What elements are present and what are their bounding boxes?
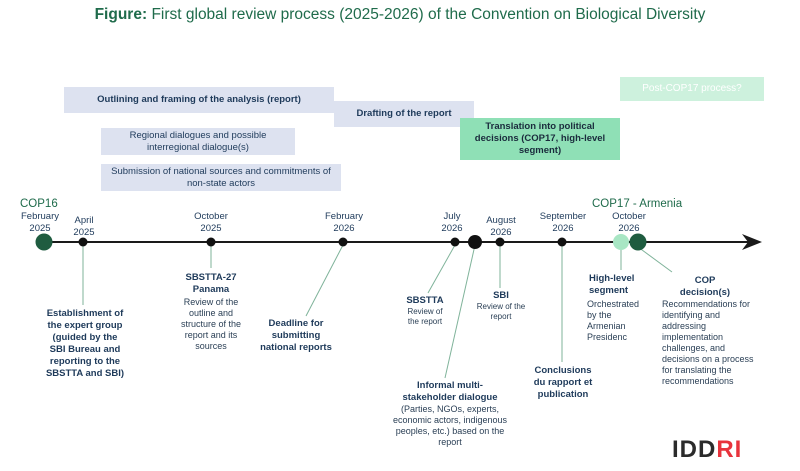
date-year: 2026 bbox=[618, 223, 640, 234]
logo-text-b: RI bbox=[716, 436, 743, 463]
date-sep-2026: September 2026 bbox=[534, 211, 592, 235]
event-heading: Informal multi-stakeholder dialogue bbox=[402, 380, 498, 403]
date-month: October bbox=[612, 211, 646, 222]
bar-post-cop17: Post-COP17 process? bbox=[620, 77, 764, 101]
event-multistakeholder: Informal multi-stakeholder dialogue (Par… bbox=[388, 380, 512, 448]
event-sbi: SBI Review of the report bbox=[470, 290, 532, 322]
event-heading: SBI bbox=[493, 290, 509, 301]
dot-sep-2026 bbox=[557, 237, 567, 247]
date-month: August bbox=[486, 215, 516, 226]
event-body: Orchestrated by the Armenian Presidenc bbox=[587, 299, 640, 342]
event-high-level: High-level segment Orchestrated by the A… bbox=[587, 273, 649, 343]
bar-outlining-label: Outlining and framing of the analysis (r… bbox=[97, 94, 301, 105]
dot-high-level bbox=[613, 234, 629, 250]
date-year: 2026 bbox=[552, 223, 574, 234]
connector-cop-decisions bbox=[637, 246, 673, 273]
date-aug-2026: August 2026 bbox=[478, 215, 524, 239]
iddri-logo: IDDRI bbox=[672, 436, 742, 464]
connector-lines bbox=[82, 244, 673, 379]
event-heading: High-level segment bbox=[589, 273, 635, 296]
date-oct-2025: October 2025 bbox=[185, 211, 237, 235]
dot-feb-2025 bbox=[35, 233, 53, 251]
dot-feb-2026 bbox=[338, 237, 348, 247]
event-heading: Deadline for submitting national reports bbox=[260, 318, 332, 353]
logo-text-a: IDD bbox=[672, 436, 717, 463]
date-month: February bbox=[20, 211, 59, 222]
event-heading: SBSTTA-27 Panama bbox=[185, 272, 237, 295]
connector-multistakeholder bbox=[444, 244, 476, 379]
connector-sbstta bbox=[427, 244, 456, 294]
connector-deadline bbox=[305, 244, 344, 317]
date-year: 2025 bbox=[29, 223, 51, 234]
event-body: (Parties, NGOs, experts, economic actors… bbox=[392, 404, 508, 447]
bar-outlining: Outlining and framing of the analysis (r… bbox=[64, 87, 334, 113]
date-year: 2025 bbox=[200, 223, 222, 234]
cop16-label: COP16 bbox=[20, 198, 58, 210]
date-feb-2025: February 2025 bbox=[15, 211, 65, 235]
dot-oct-2025 bbox=[206, 237, 216, 247]
event-heading: COP decision(s) bbox=[679, 275, 731, 298]
date-year: 2026 bbox=[333, 223, 355, 234]
dot-jul-2026 bbox=[450, 237, 460, 247]
bar-submission-label: Submission of national sources and commi… bbox=[111, 165, 331, 189]
event-expert-group: Establishment of the expert group (guide… bbox=[44, 308, 126, 380]
figure-title-prefix: Figure: bbox=[94, 6, 148, 23]
event-cop-decisions: COP decision(s) Recommendations for iden… bbox=[654, 275, 756, 387]
event-body: Review of the report bbox=[476, 302, 526, 321]
event-deadline: Deadline for submitting national reports bbox=[260, 318, 332, 354]
event-body: Review of the report bbox=[407, 307, 443, 326]
date-jul-2026: July 2026 bbox=[430, 211, 474, 235]
event-heading: Establishment of the expert group (guide… bbox=[45, 308, 125, 379]
event-sbstta27: SBSTTA-27 Panama Review of the outline a… bbox=[172, 272, 250, 352]
event-heading: SBSTTA bbox=[406, 295, 444, 306]
dot-aug-2026 bbox=[495, 237, 505, 247]
date-oct-2026: October 2026 bbox=[604, 211, 654, 235]
date-year: 2026 bbox=[490, 227, 512, 238]
dot-multistakeholder bbox=[468, 235, 482, 249]
date-feb-2026: February 2026 bbox=[318, 211, 370, 235]
bar-drafting-label: Drafting of the report bbox=[356, 108, 452, 119]
date-year: 2026 bbox=[441, 223, 463, 234]
bar-translation-label: Translation into political decisions (CO… bbox=[474, 121, 606, 156]
figure-title-text: First global review process (2025-2026) … bbox=[151, 6, 706, 23]
date-month: July bbox=[443, 211, 461, 222]
timeline-arrowhead bbox=[742, 234, 762, 250]
bar-regional-label: Regional dialogues and possible interreg… bbox=[129, 129, 267, 153]
dot-apr-2025 bbox=[78, 237, 88, 247]
figure-title: Figure: First global review process (202… bbox=[0, 6, 800, 24]
dot-oct-2026 bbox=[629, 233, 647, 251]
event-body: Recommendations for identifying and addr… bbox=[662, 299, 754, 386]
event-heading: Conclusions du rapport et publication bbox=[533, 365, 593, 400]
bar-submission: Submission of national sources and commi… bbox=[101, 164, 341, 191]
event-sbstta: SBSTTA Review of the report bbox=[393, 295, 457, 327]
event-body: Review of the outline and structure of t… bbox=[180, 297, 242, 351]
bar-translation: Translation into political decisions (CO… bbox=[460, 118, 620, 160]
date-year: 2025 bbox=[73, 227, 95, 238]
date-month: February bbox=[324, 211, 363, 222]
date-month: October bbox=[194, 211, 228, 222]
event-conclusions: Conclusions du rapport et publication bbox=[528, 365, 598, 401]
bar-drafting: Drafting of the report bbox=[334, 101, 474, 127]
date-apr-2025: April 2025 bbox=[60, 215, 108, 239]
cop17-label: COP17 - Armenia bbox=[592, 198, 683, 210]
date-month: September bbox=[539, 211, 587, 222]
date-month: April bbox=[74, 215, 94, 226]
bar-post-cop17-label: Post-COP17 process? bbox=[642, 83, 742, 94]
bar-regional: Regional dialogues and possible interreg… bbox=[101, 128, 295, 155]
